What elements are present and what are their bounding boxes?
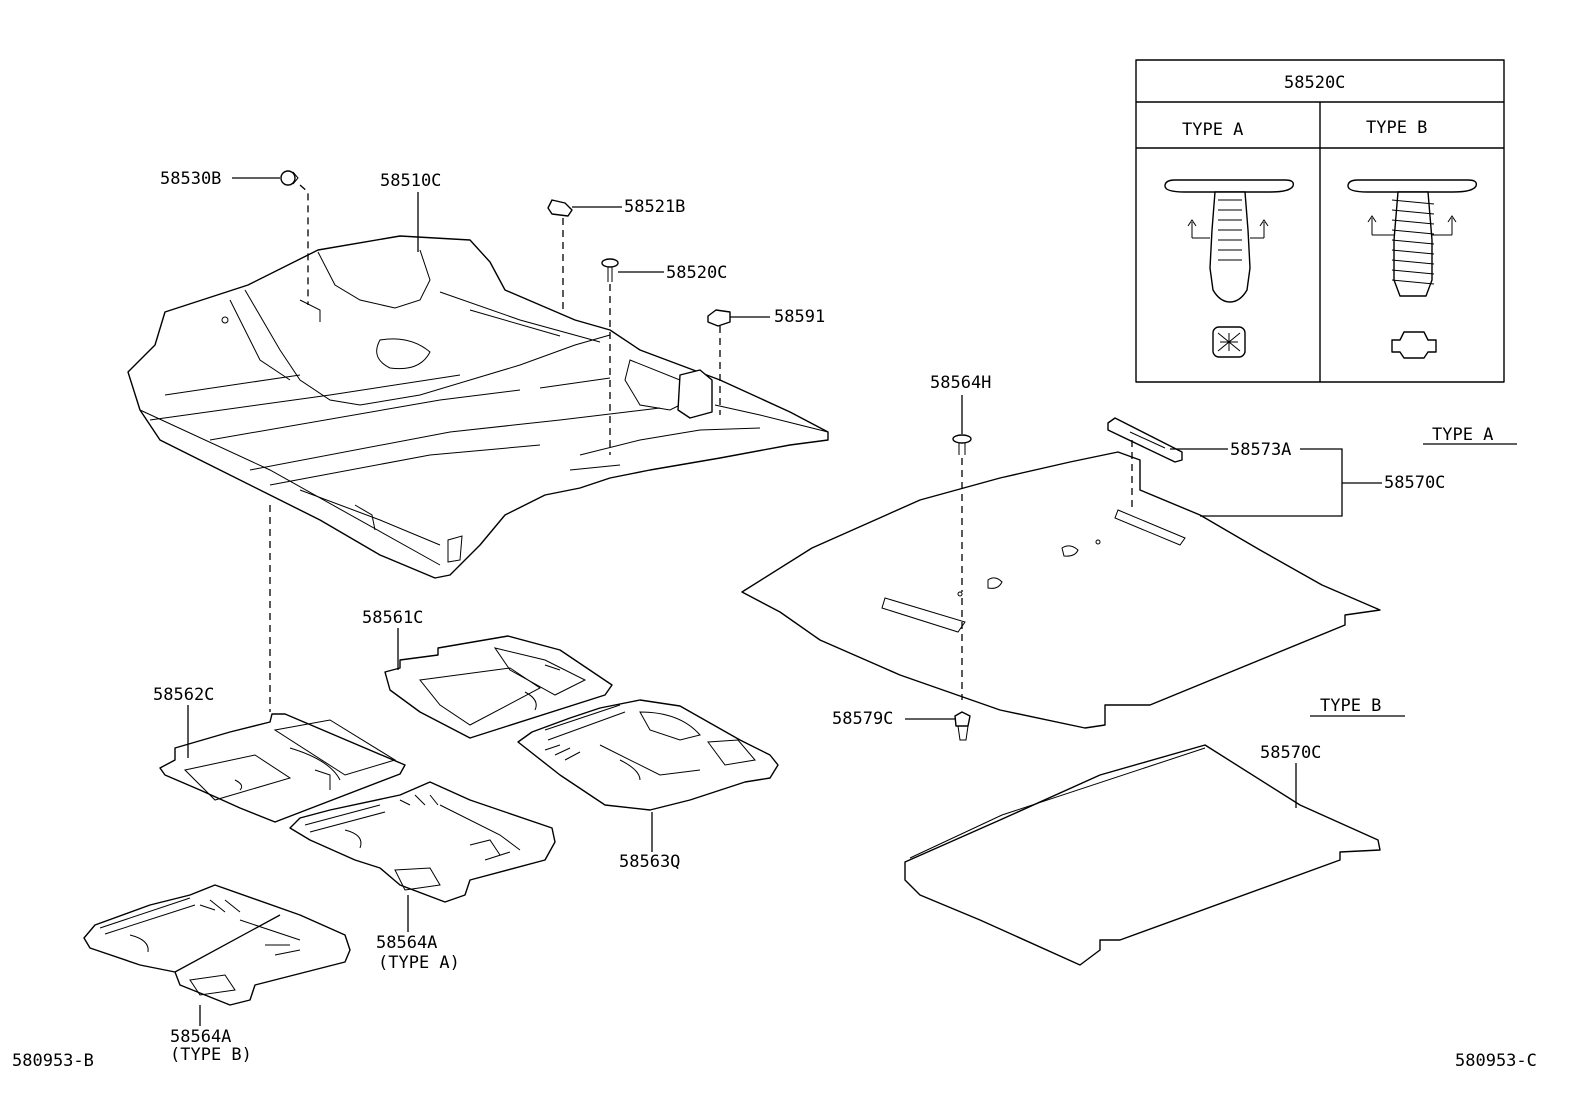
label-58564h: 58564H [930,373,991,393]
label-58520c: 58520C [666,263,727,283]
label-58562c: 58562C [153,685,214,705]
label-58573a: 58573A [1230,440,1291,460]
clip-type-a-drawing [1164,179,1295,358]
clip-58530b [280,170,299,186]
inset-col-type-b: TYPE B [1366,118,1427,138]
label-58570c-a: 58570C [1384,473,1445,493]
label-58521b: 58521B [624,197,685,217]
inset-col-type-a: TYPE A [1182,120,1243,140]
label-58561c: 58561C [362,608,423,628]
floor-mat-58561c [384,635,613,739]
label-58570c-b: 58570C [1260,743,1321,763]
label-58564a-type-b-note: (TYPE B) [170,1045,252,1065]
floor-mat-58564a-type-b [83,884,351,1006]
rear-carpet-type-a [741,417,1381,729]
inset-clip-types: 58520C TYPE A TYPE B [1135,59,1505,383]
label-58510c: 58510C [380,171,441,191]
label-58564a-type-a: 58564A [376,933,437,953]
label-58530b: 58530B [160,169,221,189]
clip-58564h [952,434,972,455]
floor-mat-58564a-type-a [289,781,556,903]
clip-58591 [707,309,731,327]
diagram-code-right: 580953-C [1455,1051,1537,1071]
label-58591: 58591 [774,307,825,327]
label-58564a-type-a-note: (TYPE A) [378,953,460,973]
clip-58521b [547,199,573,217]
leader-58570c-bracket [1200,448,1382,517]
inset-title: 58520C [1284,73,1345,93]
label-58563q: 58563Q [619,852,680,872]
floor-mat-58562c [159,713,406,823]
floor-mat-58563q [517,699,779,811]
rear-carpet-type-b [904,744,1381,966]
label-type-b: TYPE B [1320,696,1381,716]
dashed-line-58530b [299,184,309,305]
label-58579c: 58579C [832,709,893,729]
label-58564a-type-b: 58564A [170,1027,231,1047]
clip-type-b-drawing [1347,179,1478,359]
clip-58520c [601,258,619,282]
diagram-code-left: 580953-B [12,1051,94,1071]
floor-carpet-58510c [127,235,829,579]
clip-58579c [954,711,971,741]
label-type-a: TYPE A [1432,425,1493,445]
